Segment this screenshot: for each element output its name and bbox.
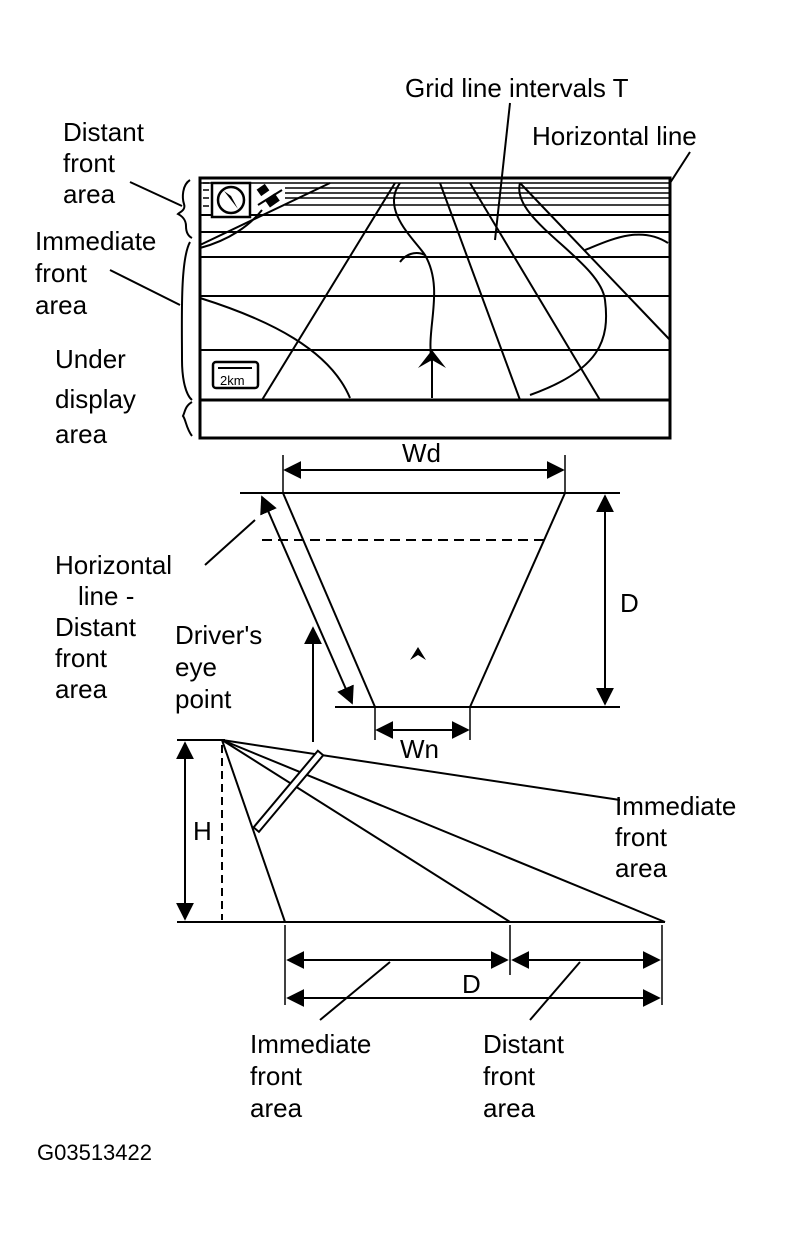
horizontal-line-distant-label: Horizontal line - Distant front area	[55, 550, 172, 704]
vehicle-arrow-icon	[418, 350, 446, 398]
svg-text:Immediate: Immediate	[615, 791, 736, 821]
drivers-eye-point-label: Driver's eye point	[175, 620, 262, 714]
grid-line-intervals-label: Grid line intervals T	[405, 73, 629, 103]
svg-text:Distant: Distant	[55, 612, 137, 642]
wd-label: Wd	[402, 438, 441, 468]
immediate-front-area-right-label: Immediate front area	[615, 791, 736, 883]
side-view	[176, 739, 666, 1021]
area-braces	[176, 179, 193, 437]
svg-text:Immediate: Immediate	[250, 1029, 371, 1059]
svg-text:point: point	[175, 684, 232, 714]
immediate-front-area-bottom-label: Immediate front area	[250, 1029, 371, 1123]
svg-text:area: area	[615, 853, 668, 883]
svg-text:area: area	[483, 1093, 536, 1123]
trapezoid-view	[240, 455, 620, 742]
d-bottom-label: D	[462, 969, 481, 999]
svg-text:area: area	[35, 290, 88, 320]
wn-label: Wn	[400, 734, 439, 764]
distant-front-area-top-label: Distant front area	[63, 117, 145, 209]
svg-text:front: front	[35, 258, 88, 288]
compass-icon	[210, 181, 252, 219]
satellite-icon	[256, 183, 283, 208]
svg-text:Driver's: Driver's	[175, 620, 262, 650]
d-mid-label: D	[620, 588, 639, 618]
svg-text:front: front	[63, 148, 116, 178]
svg-text:front: front	[483, 1061, 536, 1091]
svg-text:area: area	[250, 1093, 303, 1123]
svg-text:area: area	[55, 674, 108, 704]
scale-badge-label: 2km	[220, 373, 245, 388]
horizontal-line-leader	[669, 151, 691, 184]
under-display-area-label: Under display area	[55, 344, 136, 449]
immediate-front-area-top-label: Immediate front area	[35, 226, 156, 320]
svg-text:Horizontal: Horizontal	[55, 550, 172, 580]
distant-front-area-bottom-label: Distant front area	[483, 1029, 565, 1123]
scale-bar-icon: 2km	[211, 360, 260, 390]
horizontal-line-label: Horizontal line	[532, 121, 697, 151]
svg-text:front: front	[250, 1061, 303, 1091]
svg-text:line -: line -	[78, 581, 134, 611]
svg-text:Distant: Distant	[483, 1029, 565, 1059]
svg-text:front: front	[615, 822, 668, 852]
svg-text:display: display	[55, 384, 136, 414]
svg-text:Distant: Distant	[63, 117, 145, 147]
grid-line-intervals-leader	[494, 102, 511, 241]
svg-text:Under: Under	[55, 344, 126, 374]
svg-text:area: area	[63, 179, 116, 209]
svg-text:area: area	[55, 419, 108, 449]
display-screen	[198, 176, 672, 440]
svg-text:front: front	[55, 643, 108, 673]
h-label: H	[193, 816, 212, 846]
svg-text:Immediate: Immediate	[35, 226, 156, 256]
figure-code: G03513422	[37, 1140, 152, 1165]
svg-text:eye: eye	[175, 652, 217, 682]
